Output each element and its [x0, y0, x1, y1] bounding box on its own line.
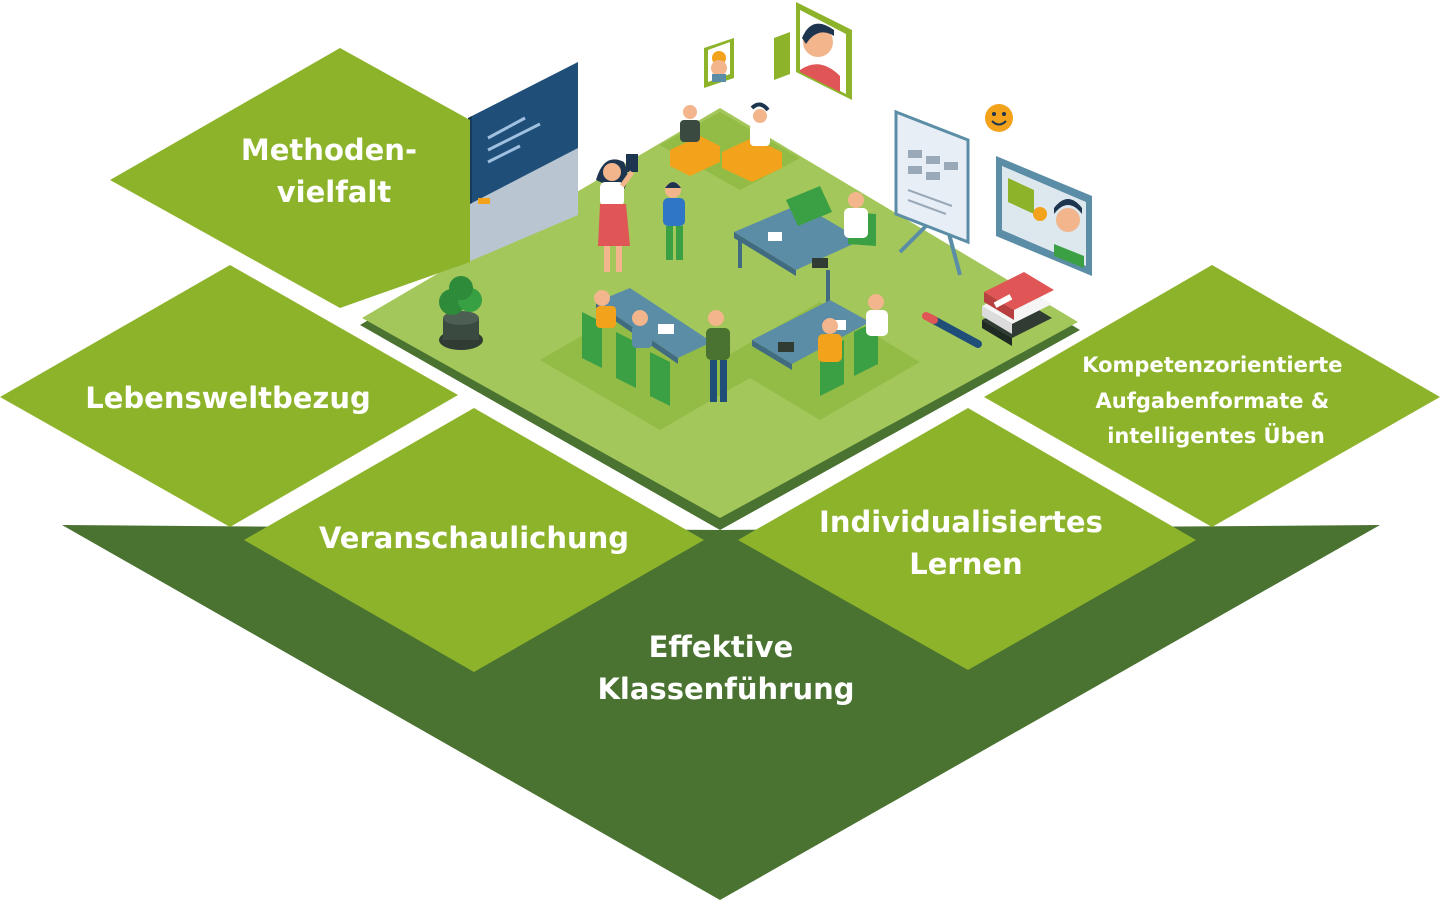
desk-group-3	[752, 294, 888, 396]
plant-icon	[439, 276, 483, 350]
label-effektive-klassenfuehrung: Effektive Klassenführung	[597, 630, 854, 706]
tile-effektive-klassenfuehrung	[62, 525, 1380, 900]
label-methodenvielfalt: Methoden- vielfalt	[241, 133, 427, 209]
smiley-icon	[985, 104, 1013, 132]
books-icon	[982, 272, 1054, 346]
avatar-icon	[774, 2, 852, 100]
pencil-icon	[922, 312, 982, 348]
classroom-illustration	[360, 2, 1092, 530]
label-kompetenzorientierte: Kompetenzorientierte Aufgabenformate & i…	[1082, 353, 1350, 448]
chalkboard-icon	[468, 62, 578, 262]
student-figure	[706, 310, 730, 402]
flipchart-icon	[894, 109, 970, 276]
label-lebensweltbezug: Lebensweltbezug	[85, 381, 370, 415]
tile-lebensweltbezug	[0, 265, 458, 527]
desk-group-1	[734, 186, 876, 304]
desk-group-2	[582, 288, 712, 406]
lounge-group	[670, 102, 782, 182]
teacher-figure	[596, 154, 638, 272]
tile-individualisiertes-lernen	[738, 408, 1196, 670]
label-veranschaulichung: Veranschaulichung	[319, 521, 629, 555]
video-screen-icon	[996, 156, 1092, 276]
tile-veranschaulichung	[244, 408, 704, 672]
avatar-icon	[704, 38, 734, 88]
student-figure	[663, 182, 685, 260]
tile-methodenvielfalt	[110, 48, 470, 308]
tile-kompetenzorientierte	[984, 265, 1440, 527]
label-individualisiertes-lernen: Individualisiertes Lernen	[819, 505, 1113, 581]
